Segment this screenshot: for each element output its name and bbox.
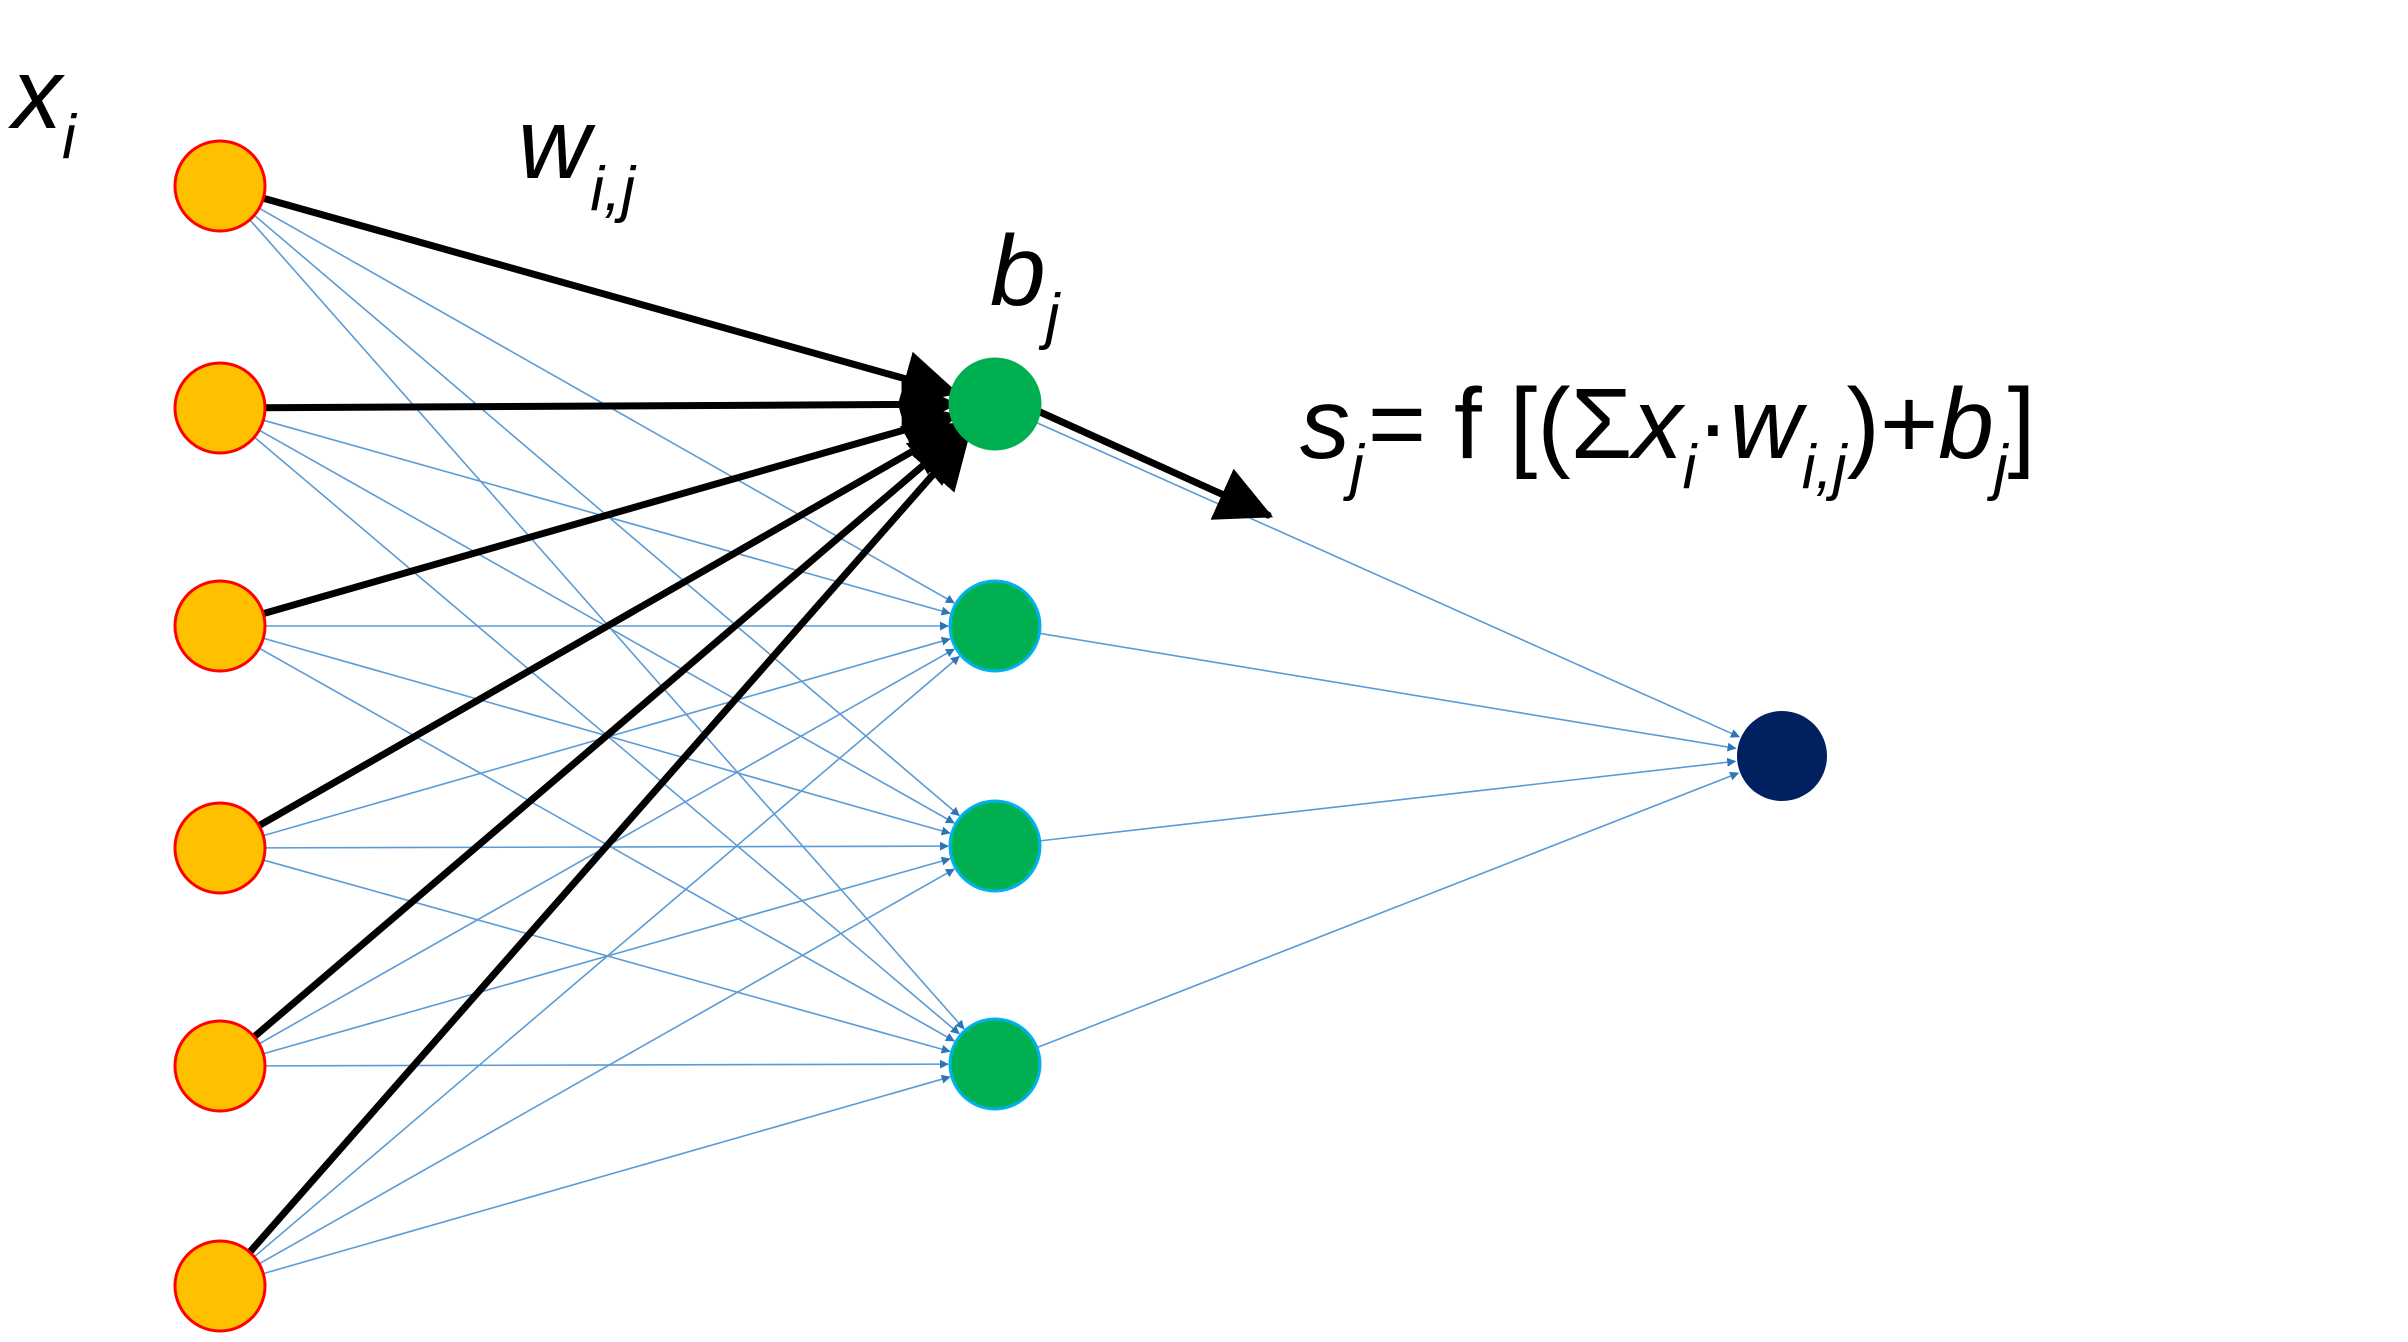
eq-w-sub: i,j (1802, 433, 1849, 502)
hidden-node (948, 799, 1042, 893)
input-node (173, 579, 267, 673)
eq-b: b (1938, 368, 1994, 480)
edge-hidden-3-output (1036, 771, 1740, 1049)
weight-edge-1 (257, 376, 958, 433)
input-node (173, 1239, 267, 1333)
edge-in-5-hidden-2 (258, 868, 955, 1265)
weight-label-main: w (518, 88, 596, 200)
weight-edge-5 (243, 432, 971, 1259)
edge-hidden-0-output (1035, 421, 1740, 738)
weight-edge-2 (255, 402, 960, 619)
eq-w: w (1730, 368, 1808, 480)
eq-plus: )+ (1847, 368, 1939, 480)
input-label-main: x (8, 38, 65, 150)
input-label: xi (8, 38, 78, 172)
hidden-node (948, 579, 1042, 673)
input-node (173, 361, 267, 455)
highlighted-hidden-node (948, 357, 1042, 451)
activation-output-arrow (1036, 408, 1274, 520)
edge-in-5-hidden-3 (263, 1074, 951, 1275)
edge-in-3-hidden-3 (263, 859, 951, 1054)
bias-label: bj (990, 215, 1062, 351)
output-node (1737, 711, 1827, 801)
eq-x-sub: i (1682, 433, 1698, 502)
highlighted-weight-edges (243, 193, 971, 1259)
weight-edge-4 (247, 428, 967, 1043)
input-node (173, 139, 267, 233)
input-label-sub: i (62, 103, 78, 172)
edge-hidden-2-output (1039, 757, 1737, 842)
eq-close: ] (2008, 368, 2036, 480)
weight-edge-3 (252, 421, 963, 832)
hidden-node (948, 1017, 1042, 1111)
edge-hidden-1-output (1039, 632, 1737, 752)
input-node (173, 1019, 267, 1113)
weight-label: wi,j (518, 88, 637, 224)
eq-f: = f [(Σ (1368, 368, 1633, 480)
eq-s: s (1300, 368, 1350, 480)
hidden-output-connections (1035, 408, 1740, 1049)
input-node (173, 801, 267, 895)
activation-equation: sj= f [(Σxi·wi,j)+bj] (1300, 368, 2035, 502)
bias-label-main: b (990, 215, 1046, 327)
edge-in-4-hidden-3 (264, 1059, 949, 1069)
eq-x: x (1628, 368, 1685, 480)
weight-edge-0 (255, 193, 959, 406)
neuron-nodes (173, 139, 1827, 1333)
weight-label-sub: i,j (590, 155, 637, 224)
eq-dot: · (1696, 368, 1729, 480)
